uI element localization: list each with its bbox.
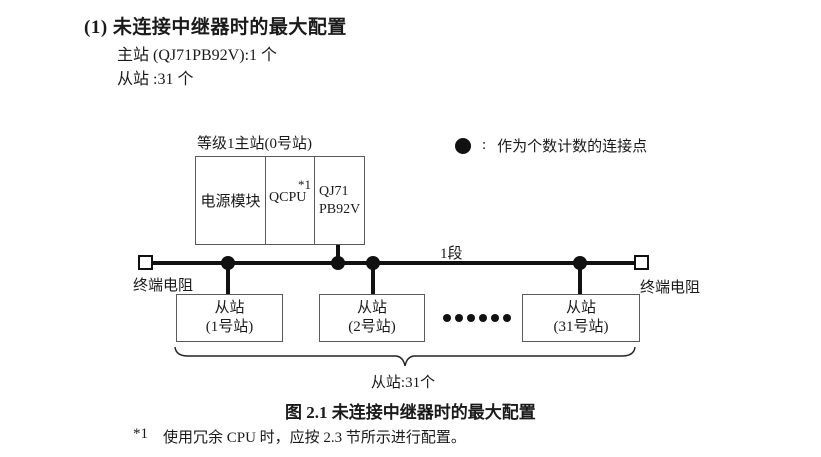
section-heading: (1) 未连接中继器时的最大配置 <box>84 17 347 38</box>
terminator-left-icon <box>138 255 153 270</box>
slave-station-number: (1号站) <box>205 319 254 335</box>
slave-count-label: 从站:31个 <box>370 375 436 391</box>
terminator-left-label: 终端电阻 <box>133 278 194 294</box>
pb92v-label-line1: QJ71 <box>319 184 349 199</box>
footnote-marker: *1 <box>133 426 148 442</box>
terminator-right-label: 终端电阻 <box>640 280 701 296</box>
power-module-cell: 电源模块 <box>196 157 266 244</box>
slave-name: 从站 <box>356 300 387 316</box>
slave-station-1-box: 从站 (1号站) <box>176 294 283 342</box>
master-spec-text: 主站 (QJ71PB92V):1 个 <box>117 47 278 64</box>
connection-point-legend-icon <box>455 137 471 154</box>
cpu-footnote-marker: *1 <box>298 177 311 192</box>
footnote-text: 使用冗余 CPU 时，应按 2.3 节所示进行配置。 <box>163 430 466 446</box>
figure-caption: 图 2.1 未连接中继器时的最大配置 <box>285 403 536 422</box>
connection-point-icon <box>331 256 345 270</box>
connection-point-icon <box>573 256 587 270</box>
ellipsis-dot-icon <box>503 314 511 322</box>
qcpu-cell: *1 QCPU <box>266 157 315 244</box>
slave-name: 从站 <box>565 300 596 316</box>
pb92v-cell: QJ71 PB92V <box>315 157 364 244</box>
ellipsis-dot-icon <box>443 314 451 322</box>
slave-station-31-box: 从站 (31号站) <box>522 294 640 342</box>
footnote: *1 使用冗余 CPU 时，应按 2.3 节所示进行配置。 <box>133 426 466 447</box>
slave-name: 从站 <box>214 300 245 316</box>
ellipsis-dots <box>443 314 511 322</box>
legend-text: 作为个数计数的连接点 <box>497 139 648 155</box>
slave-station-number: (2号站) <box>348 319 396 335</box>
pb92v-label-line2: PB92V <box>319 202 361 217</box>
legend-colon: : <box>482 137 487 153</box>
slave-station-2-box: 从站 (2号站) <box>319 294 425 342</box>
legend: : 作为个数计数的连接点 <box>455 135 647 156</box>
qcpu-label: QCPU <box>269 190 307 205</box>
ellipsis-dot-icon <box>479 314 487 322</box>
ellipsis-dot-icon <box>455 314 463 322</box>
master-station-label: 等级1主站(0号站) <box>197 136 312 152</box>
ellipsis-dot-icon <box>491 314 499 322</box>
connection-point-icon <box>366 256 380 270</box>
master-station-box: 电源模块 *1 QCPU QJ71 PB92V <box>195 156 365 245</box>
slave-station-number: (31号站) <box>553 319 609 335</box>
ellipsis-dot-icon <box>467 314 475 322</box>
segment-label: 1段 <box>440 246 463 262</box>
connection-point-icon <box>221 256 235 270</box>
underbrace-shape <box>174 346 636 367</box>
slave-spec-text: 从站 :31 个 <box>117 71 194 88</box>
terminator-right-icon <box>634 255 649 270</box>
